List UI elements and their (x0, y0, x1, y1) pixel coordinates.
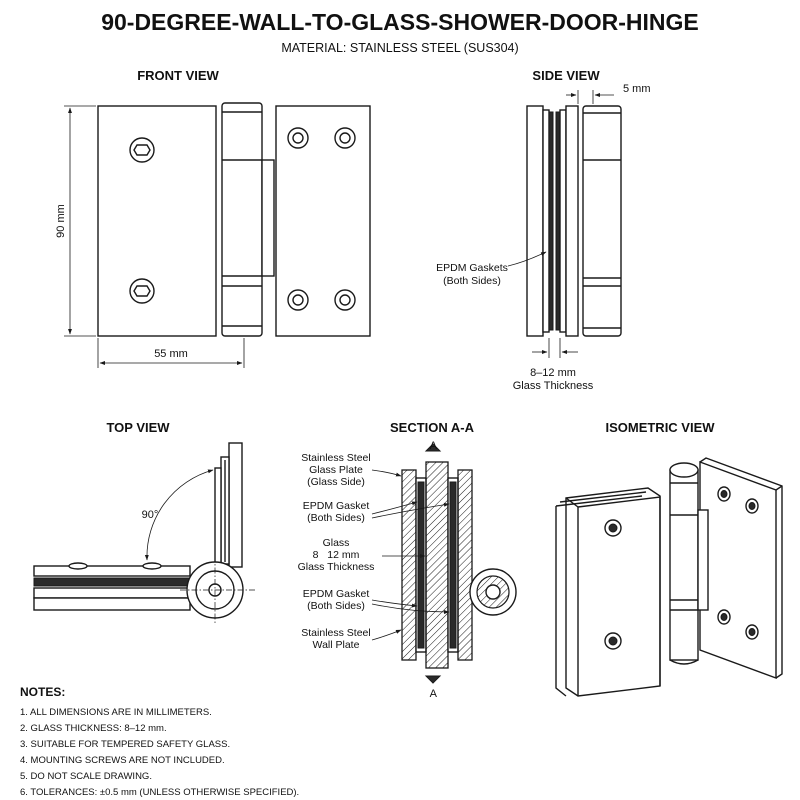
angle-dimension: 90° (142, 509, 159, 521)
material-spec: MATERIAL: STAINLESS STEEL (SUS304) (281, 41, 518, 55)
front-view: FRONT VIEW 90 mm 55 mm (55, 68, 371, 368)
isometric-view: ISOMETRIC VIEW (555, 420, 783, 697)
epdm-gasket (559, 109, 567, 333)
mounting-holes (287, 127, 356, 311)
callout-gasket-lower-l2: (Both Sides) (307, 600, 365, 612)
callout-gasket-upper-l2: (Both Sides) (307, 512, 365, 524)
gasket-label-line1: EPDM Gaskets (436, 262, 508, 274)
section-a-a: SECTION A-A A A Stainless Steel Glass Pl… (298, 420, 517, 700)
callout-glass-side-plate-l1: Stainless Steel (301, 452, 370, 464)
iso-glass-plate (699, 460, 777, 680)
hinge-leaf (261, 159, 275, 277)
top-view: TOP VIEW 90° (33, 420, 256, 624)
callout-wall-plate-l1: Stainless Steel (301, 627, 370, 639)
glass-thickness-value: 8–12 mm (530, 367, 576, 379)
callout-gasket-lower-l1: EPDM Gasket (303, 588, 370, 600)
hinge-knuckle (582, 105, 622, 337)
section-arrow-icon (424, 443, 442, 452)
glass-thickness-label: Glass Thickness (513, 380, 594, 392)
note-item: 6. TOLERANCES: ±0.5 mm (UNLESS OTHERWISE… (20, 787, 299, 798)
note-item: 4. MOUNTING SCREWS ARE NOT INCLUDED. (20, 755, 225, 766)
isometric-view-title: ISOMETRIC VIEW (605, 420, 715, 435)
wall-plate-section (457, 469, 473, 661)
offset-dimension: 5 mm (623, 83, 651, 95)
hex-socket-icon (133, 144, 151, 156)
glass-plate-edge (565, 105, 579, 337)
section-marker-top: A (430, 440, 438, 452)
section-view-title: SECTION A-A (390, 420, 475, 435)
hex-socket-icon (133, 285, 151, 297)
iso-hinge-barrel (669, 469, 699, 661)
glass-plate (228, 442, 243, 568)
iso-wall-plate (565, 487, 661, 697)
callout-glass-l3: Glass Thickness (298, 561, 375, 573)
notes-block: NOTES: 1. ALL DIMENSIONS ARE IN MILLIMET… (20, 685, 299, 798)
callout-glass-l2: 8 12 mm (313, 549, 360, 561)
note-item: 1. ALL DIMENSIONS ARE IN MILLIMETERS. (20, 707, 212, 718)
callout-wall-plate-l2: Wall Plate (313, 639, 360, 651)
glass-plate (33, 587, 191, 599)
note-item: 2. GLASS THICKNESS: 8–12 mm. (20, 723, 167, 734)
front-view-title: FRONT VIEW (137, 68, 219, 83)
note-item: 5. DO NOT SCALE DRAWING. (20, 771, 152, 782)
callout-glass-side-plate-l3: (Glass Side) (307, 476, 365, 488)
height-dimension: 90 mm (55, 204, 67, 238)
section-arrow-icon (424, 675, 442, 684)
epdm-gasket (542, 109, 550, 333)
glass-section (425, 461, 449, 669)
wall-plate (97, 105, 217, 337)
epdm-gasket-section (449, 481, 457, 649)
wall-plate (33, 565, 191, 577)
gasket-label-line2: (Both Sides) (443, 275, 501, 287)
hinge-knuckle (221, 102, 263, 337)
callout-gasket-upper-l1: EPDM Gasket (303, 500, 370, 512)
epdm-gasket-section (417, 481, 425, 649)
callout-glass-l1: Glass (323, 537, 350, 549)
section-marker-bottom: A (430, 688, 438, 700)
note-item: 3. SUITABLE FOR TEMPERED SAFETY GLASS. (20, 739, 230, 750)
side-view-title: SIDE VIEW (532, 68, 600, 83)
screw-hole (129, 278, 155, 304)
iso-mounting-holes (717, 486, 759, 640)
drawing-title: 90-DEGREE-WALL-TO-GLASS-SHOWER-DOOR-HING… (101, 9, 699, 35)
width-dimension: 55 mm (154, 348, 188, 360)
callout-glass-side-plate-l2: Glass Plate (309, 464, 363, 476)
notes-heading: NOTES: (20, 685, 65, 699)
screw-hole (129, 137, 155, 163)
wall-plate-edge (526, 105, 544, 337)
section-callouts: Stainless Steel Glass Plate (Glass Side)… (298, 452, 450, 651)
glass-side-plate-section (401, 469, 417, 661)
side-view: SIDE VIEW 5 mm EPDM Gaskets (Both Sides)… (436, 68, 650, 392)
top-view-title: TOP VIEW (106, 420, 170, 435)
